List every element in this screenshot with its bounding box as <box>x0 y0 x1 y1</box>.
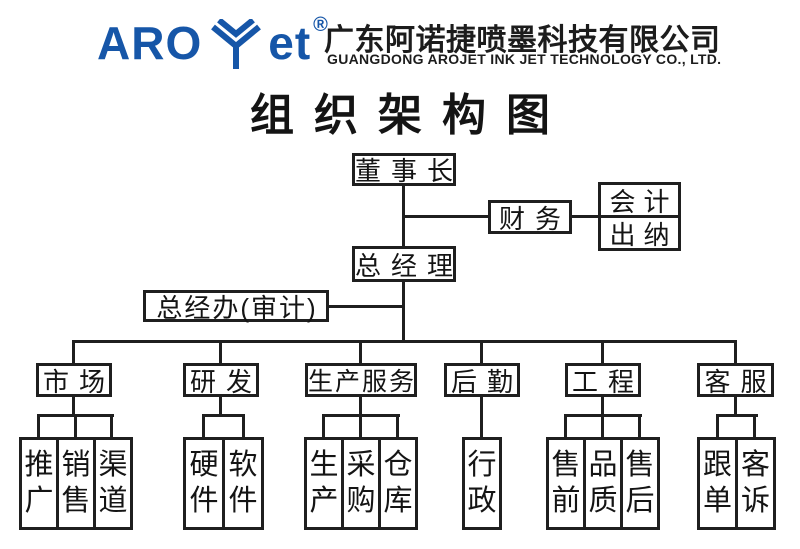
connector-chairman-gm <box>402 185 405 247</box>
node-gm-office: 总经办(审计) <box>143 290 329 323</box>
children-production: 生产 采购 仓库 <box>304 437 418 530</box>
children-rd: 硬件 软件 <box>183 437 264 530</box>
dept-engineering: 工程 <box>565 363 641 397</box>
connector-gm-main <box>402 281 405 342</box>
arojet-chevron-leaf-icon <box>211 19 262 69</box>
connector-child <box>359 414 362 439</box>
connector-rd-children <box>202 414 245 417</box>
cell-warehouse: 仓库 <box>378 437 418 530</box>
connector-production-bar <box>359 395 362 417</box>
connector-finance-accounting <box>571 215 599 218</box>
cell-manufacturing: 生产 <box>304 437 344 530</box>
connector-drop-production <box>359 340 362 365</box>
cell-order-follow: 跟单 <box>697 437 738 530</box>
logo-text-et: et <box>268 17 312 69</box>
cell-admin: 行政 <box>462 437 502 530</box>
cell-presales: 售前 <box>546 437 586 530</box>
cell-aftersales: 售后 <box>620 437 660 530</box>
registered-trademark-icon: ® <box>313 14 328 36</box>
connector-child <box>242 414 245 439</box>
children-engineering: 售前 品质 售后 <box>546 437 660 530</box>
connector-service-children <box>716 414 758 417</box>
node-finance: 财务 <box>488 200 572 234</box>
connector-child <box>396 414 399 439</box>
cell-sales: 销售 <box>56 437 96 530</box>
connector-drop-marketing <box>72 340 75 365</box>
connector-drop-rd <box>219 340 222 365</box>
connector-child <box>202 414 205 439</box>
connector-drop-service <box>734 340 737 365</box>
connector-child <box>753 414 756 439</box>
company-logo: ARO et ® <box>97 14 328 73</box>
cell-purchasing: 采购 <box>341 437 381 530</box>
connector-to-finance <box>404 215 488 218</box>
connector-marketing-bar <box>72 395 75 417</box>
cell-quality: 品质 <box>583 437 623 530</box>
connector-drop-engineering <box>601 340 604 365</box>
cell-software: 软件 <box>222 437 264 530</box>
connector-child <box>564 414 567 439</box>
dept-marketing: 市场 <box>36 363 112 397</box>
logo-text-aro: ARO <box>97 17 203 69</box>
connector-child <box>74 414 77 439</box>
connector-service-bar <box>734 395 737 417</box>
connector-child <box>601 414 604 439</box>
company-name-cn: 广东阿诺捷喷墨科技有限公司 <box>324 24 721 57</box>
cell-channel: 渠道 <box>93 437 133 530</box>
company-name-en: GUANGDONG AROJET INK JET TECHNOLOGY CO.,… <box>327 51 722 67</box>
cell-hardware: 硬件 <box>183 437 225 530</box>
children-logistics: 行政 <box>462 437 502 530</box>
connector-child <box>716 414 719 439</box>
children-service: 跟单 客诉 <box>697 437 776 530</box>
connector-child <box>322 414 325 439</box>
node-accounting-cashier: 会计 出纳 <box>598 182 681 251</box>
page-title: 组织架构图 <box>250 91 570 140</box>
connector-gmoffice-main <box>328 305 404 308</box>
dept-logistics: 后勤 <box>444 363 520 397</box>
node-cashier: 出纳 <box>598 215 681 251</box>
connector-engineering-bar <box>601 395 604 417</box>
dept-production-service: 生产服务 <box>305 363 417 397</box>
connector-rd-bar <box>219 395 222 417</box>
node-accounting: 会计 <box>598 182 681 218</box>
dept-rd: 研发 <box>183 363 259 397</box>
connector-child <box>37 414 40 439</box>
node-general-manager: 总经理 <box>352 246 456 282</box>
node-chairman: 董事长 <box>352 153 456 186</box>
connector-distribution <box>72 340 737 343</box>
children-marketing: 推广 销售 渠道 <box>19 437 133 530</box>
connector-logistics-child <box>480 395 483 439</box>
cell-promotion: 推广 <box>19 437 59 530</box>
dept-customer-service: 客服 <box>697 363 774 397</box>
connector-drop-logistics <box>480 340 483 365</box>
connector-child <box>110 414 113 439</box>
connector-child <box>638 414 641 439</box>
cell-complaints: 客诉 <box>735 437 776 530</box>
